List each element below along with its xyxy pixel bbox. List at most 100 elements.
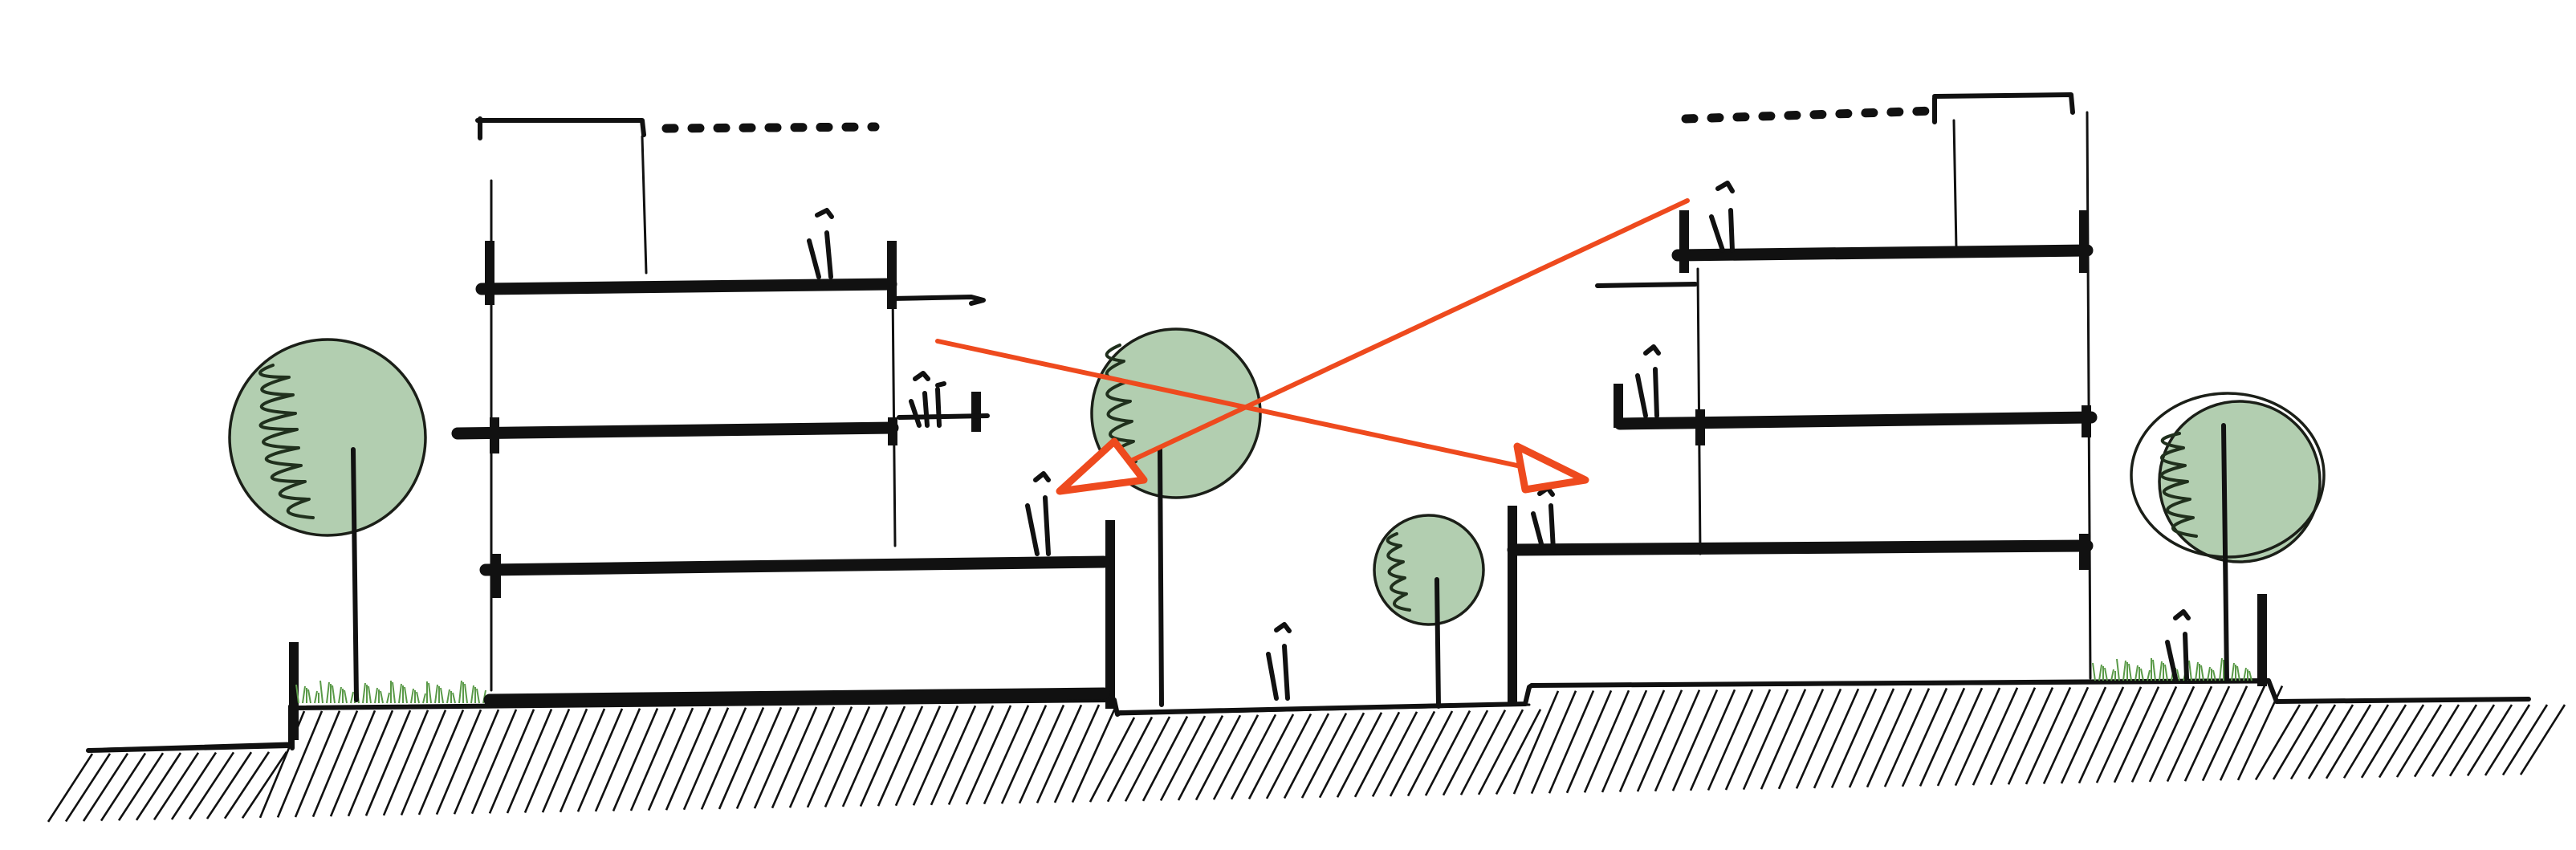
right-roof-dashes xyxy=(1681,106,1939,124)
left-terrace-post-top xyxy=(887,241,897,309)
hatch-stroke xyxy=(1866,688,1913,788)
tree-trunk xyxy=(1158,447,1164,707)
hatch-stroke xyxy=(1000,705,1048,804)
hatch-stroke xyxy=(682,707,730,811)
grass-blade xyxy=(344,689,348,704)
grass-blade xyxy=(404,686,408,704)
grass-blade xyxy=(482,689,486,704)
grass-blade xyxy=(319,680,324,704)
grass-blade xyxy=(2188,660,2192,681)
grass-blade xyxy=(2219,657,2223,681)
grass-blade xyxy=(326,681,330,704)
hatch-stroke xyxy=(435,709,482,815)
grass-blade xyxy=(374,687,378,704)
grass-blade xyxy=(470,685,474,704)
grass-blade xyxy=(2212,669,2216,681)
hatch-stroke xyxy=(2289,704,2337,780)
right-back-column-top xyxy=(2079,210,2089,273)
hatch-stroke xyxy=(1230,714,1277,800)
tree-trunk xyxy=(1435,577,1441,709)
grass-blade xyxy=(2128,663,2132,681)
grass-blade xyxy=(2098,664,2102,681)
left-balcony-post xyxy=(971,392,981,432)
hatch-stroke xyxy=(824,706,871,807)
sightline-arrow-right-to-left xyxy=(1056,198,1690,495)
hatch-stroke xyxy=(647,707,694,811)
hatch-stroke xyxy=(1601,689,1648,793)
left-inner-wall xyxy=(641,135,648,275)
hatch-stroke xyxy=(2060,686,2107,784)
hatch-stroke xyxy=(559,708,606,813)
hatch-stroke xyxy=(1442,710,1489,796)
hatch-stroke xyxy=(2501,704,2549,776)
hatch-stroke xyxy=(311,710,359,818)
hatch-stroke xyxy=(1760,689,1807,790)
hatch-stroke xyxy=(2148,685,2196,783)
person-left-balcony-a xyxy=(909,371,930,428)
hatch-stroke xyxy=(1124,716,1171,802)
grass-blade xyxy=(2140,668,2144,681)
grass-blade xyxy=(2176,669,2180,681)
hatch-stroke xyxy=(718,706,765,810)
grass-blade xyxy=(302,685,306,704)
hatch-stroke xyxy=(2201,685,2248,782)
hatch-stroke xyxy=(2166,685,2213,783)
hatch-stroke xyxy=(382,710,429,816)
hatch-stroke xyxy=(2431,704,2478,777)
hatch-stroke xyxy=(735,706,783,810)
ground-step-right xyxy=(2257,594,2267,686)
right-slab-1 xyxy=(1507,539,2094,556)
grass-blade xyxy=(2231,662,2235,681)
hatch-stroke xyxy=(2378,704,2425,779)
right-slab-4 xyxy=(1671,244,2094,262)
right-back-column-mid xyxy=(2082,405,2091,437)
arrow-head-left xyxy=(1056,437,1148,495)
tree-crown xyxy=(228,338,427,537)
grass-blade xyxy=(380,690,384,704)
ground-hatching xyxy=(47,685,2566,823)
right-column-mid xyxy=(1695,409,1705,445)
hatch-stroke xyxy=(2007,687,2054,785)
hatch-stroke xyxy=(188,751,235,820)
retaining-wall-right xyxy=(1508,506,1517,702)
grass-blade xyxy=(2195,661,2199,681)
sightline-arrow-left-to-right xyxy=(935,339,1589,494)
grass-blade xyxy=(350,691,354,704)
grass-blade xyxy=(416,691,420,704)
hatch-stroke xyxy=(2484,704,2531,776)
grass-blade xyxy=(2152,659,2156,681)
hatch-stroke xyxy=(64,753,112,823)
hatch-stroke xyxy=(223,751,271,819)
hatch-stroke xyxy=(1813,688,1860,789)
grass-blade xyxy=(362,682,366,704)
hatch-stroke xyxy=(2077,686,2125,784)
grass-blade xyxy=(464,683,468,704)
tree-trunk xyxy=(351,447,359,702)
tree-far-right xyxy=(2130,392,2326,683)
hatch-stroke xyxy=(1689,689,1736,791)
tree-scribble xyxy=(1386,532,1411,612)
left-slab-2 xyxy=(479,555,1110,576)
hatch-stroke xyxy=(1053,704,1101,803)
hatch-stroke xyxy=(2130,685,2178,783)
right-column-low xyxy=(2079,534,2089,570)
left-roof-dashes xyxy=(661,122,880,133)
hatch-stroke xyxy=(2342,704,2390,779)
grass-blade xyxy=(2200,665,2204,681)
hatch-stroke xyxy=(2095,686,2143,783)
hatch-stroke xyxy=(1883,688,1931,787)
hatch-stroke xyxy=(329,710,376,817)
hatch-stroke xyxy=(1654,689,1701,792)
grass-blade xyxy=(2092,662,2096,681)
left-balcony-cantilever xyxy=(889,295,986,306)
hatch-stroke xyxy=(541,708,588,813)
hatch-stroke xyxy=(1212,714,1260,800)
left-terraced-building xyxy=(451,116,1110,706)
left-ground-floor xyxy=(483,687,1110,706)
right-terraced-building xyxy=(1507,92,2098,680)
grass-blade xyxy=(392,681,396,704)
hatch-stroke xyxy=(2254,704,2301,781)
retaining-wall-center xyxy=(1105,520,1115,709)
right-back-wall xyxy=(2086,111,2092,680)
hatch-stroke xyxy=(153,752,200,821)
